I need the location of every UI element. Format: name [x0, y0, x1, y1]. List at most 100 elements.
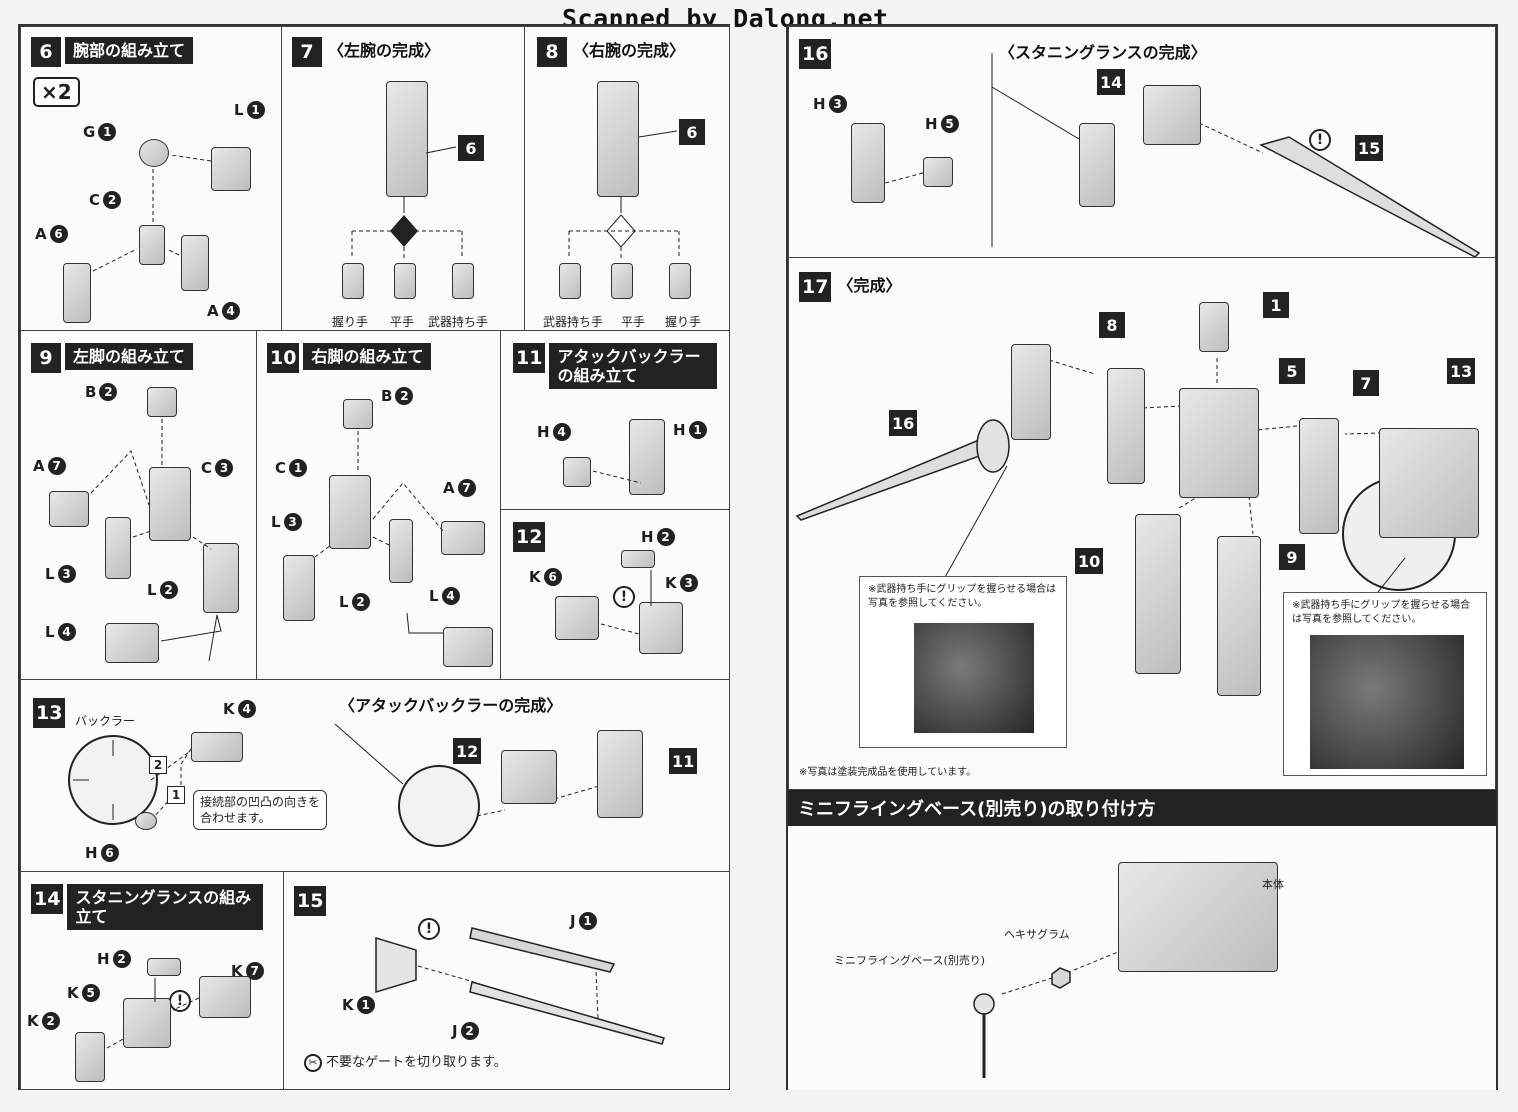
right-leg-assembly	[1135, 514, 1181, 674]
knee-armor-part	[49, 491, 89, 527]
grip-frame-part	[123, 998, 171, 1048]
right-arm-assembly	[1107, 368, 1145, 484]
step-ref: 14	[1097, 69, 1126, 95]
hand-caption: 武器持ち手	[428, 315, 489, 329]
hand-caption: 握り手	[665, 315, 702, 329]
base-section-title: ミニフライングベース(別売り)の取り付け方	[788, 790, 1496, 826]
knee-cap-part	[343, 399, 373, 429]
multiplier-badge: ×2	[33, 77, 80, 107]
grip-note: ※武器持ち手にグリップを握らせる場合は写真を参照してください。	[1292, 600, 1471, 625]
hint-bubble: 接続部の凹凸の向きを合わせます。	[193, 790, 327, 830]
hand-caption: 平手	[621, 315, 646, 329]
caution-icon: !	[418, 918, 440, 940]
footer-note: ※写真は塗装完成品を使用しています。	[799, 767, 977, 778]
torso-assembly	[1179, 388, 1259, 498]
connector-part	[923, 157, 953, 187]
hexagram-label: ヘキサグラム	[1004, 928, 1070, 941]
hand-caption: 握り手	[332, 315, 369, 329]
step-number-small: 2	[149, 756, 167, 774]
step-number: 12	[513, 522, 546, 552]
forearm-part	[63, 263, 91, 323]
grip-frame-part	[555, 596, 599, 640]
step-ref: 1	[1263, 292, 1289, 318]
flying-base-label: ミニフライングベース(別売り)	[834, 954, 986, 967]
foot-part	[105, 623, 159, 663]
step-title: 〈右腕の完成〉	[573, 41, 686, 60]
step-ref: 6	[458, 135, 484, 161]
grip-note-box-right: ※武器持ち手にグリップを握らせる場合は写真を参照してください。	[1283, 592, 1487, 776]
step-number: 6	[31, 37, 61, 67]
robot-body	[1118, 862, 1278, 972]
step-number: 11	[513, 343, 546, 373]
grip-bracket-part	[1079, 123, 1115, 207]
bracket-part	[629, 419, 665, 495]
step-ref: 13	[1447, 358, 1476, 384]
knee-cap-part	[147, 387, 177, 417]
connector-part	[563, 457, 591, 487]
hand-caption: 平手	[390, 315, 415, 329]
nipper-icon: ✂	[304, 1054, 322, 1072]
caution-icon: !	[613, 586, 635, 608]
step-title: 〈完成〉	[837, 276, 902, 295]
step-7-panel: 7 〈左腕の完成〉 6 握り手 平手 武器持ち手	[281, 26, 525, 331]
hand-fist	[342, 263, 364, 299]
elbow-joint-part	[139, 139, 169, 167]
step-number: 10	[267, 343, 300, 373]
step-title: アタックバックラーの組み立て	[549, 343, 718, 389]
step-ref: 11	[669, 748, 698, 774]
step-ref: 12	[453, 738, 482, 764]
step-number: 16	[799, 39, 832, 69]
sub-title: 〈スタニングランスの完成〉	[999, 43, 1207, 62]
base-section-panel: 本体 ヘキサグラム ミニフライングベース(別売り)	[788, 828, 1496, 1090]
caution-icon: !	[169, 990, 191, 1012]
grip-note: ※武器持ち手にグリップを握らせる場合は写真を参照してください。	[868, 584, 1057, 609]
step-title: 腕部の組み立て	[65, 37, 194, 64]
left-arm-assembly	[1299, 418, 1339, 534]
hand-caption: 武器持ち手	[543, 315, 604, 329]
shin-armor-part	[203, 543, 239, 613]
step-number: 9	[31, 343, 61, 373]
grip-frame-part	[199, 976, 251, 1018]
step-ref: 15	[1355, 135, 1384, 161]
hand-fist	[669, 263, 691, 299]
step-ref: 16	[889, 410, 918, 436]
caution-icon: !	[1309, 129, 1331, 151]
step-ref: 6	[679, 119, 705, 145]
head-part	[1199, 302, 1229, 352]
grip-photo	[914, 623, 1034, 733]
joint-part	[191, 732, 243, 762]
small-joint-part	[621, 550, 655, 568]
step-title: スタニングランスの組み立て	[67, 884, 264, 930]
